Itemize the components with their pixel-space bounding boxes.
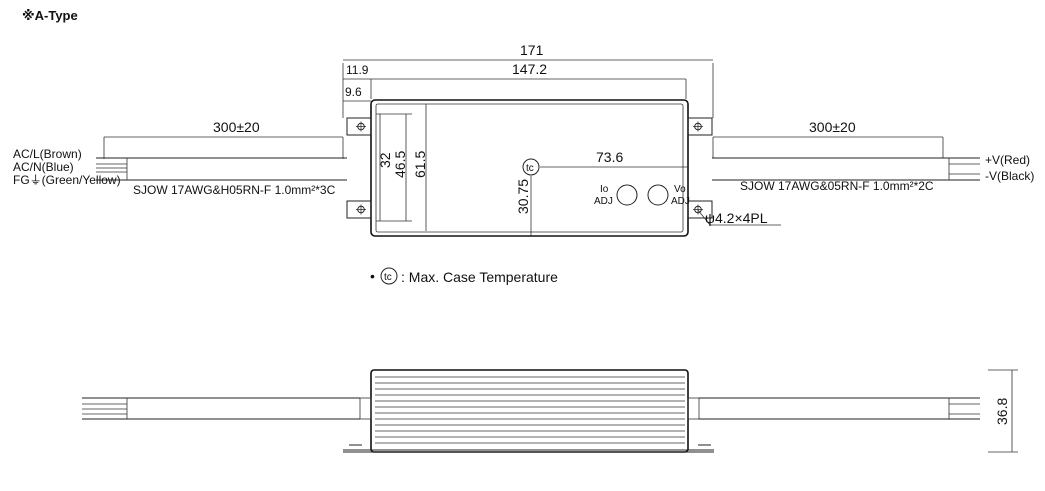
left-cable-spec: SJOW 17AWG&H05RN-F 1.0mm²*3C [133, 183, 336, 197]
power-supply-body [370, 99, 689, 237]
right-cable-spec: SJOW 17AWG&05RN-F 1.0mm²*2C [740, 179, 934, 193]
side-view-fins [375, 376, 685, 444]
dim-overall-length: 171 [520, 42, 544, 58]
dim-46-5: 46.5 [392, 151, 408, 178]
dim-right-cable: 300±20 [809, 119, 856, 135]
tc-symbol: tc [526, 163, 534, 174]
top-view: 171 147.2 11.9 9.6 [13, 42, 1034, 237]
dim-inner-offset: 9.6 [345, 85, 362, 99]
right-wire-label-2: -V(Black) [985, 169, 1034, 183]
legend-bullet: • [370, 268, 375, 284]
left-wire-label-1: AC/L(Brown) [13, 147, 82, 161]
mount-tab-bottom-right [687, 200, 713, 219]
dim-body-length: 147.2 [512, 61, 547, 77]
left-wire-label-3: FG⏚(Green/Yellow) [13, 173, 121, 187]
dim-tc-x: 73.6 [596, 149, 623, 165]
legend: • tc : Max. Case Temperature [370, 267, 558, 285]
dim-32: 32 [377, 152, 393, 168]
io-adjust-label-line1: Io [600, 184, 609, 195]
drawing-title: ※A-Type [22, 8, 78, 23]
side-view-body [370, 369, 689, 453]
mount-hole-spec: ψ4.2×4PL [705, 210, 768, 226]
vo-adjust-label-line1: Vo [674, 184, 686, 195]
mount-tab-top-right [687, 117, 713, 136]
vo-adjust-label-line2: ADJ [671, 196, 690, 207]
right-wire-label-1: +V(Red) [985, 153, 1030, 167]
dim-left-cable: 300±20 [213, 119, 260, 135]
side-height-dimension: 36.8 [994, 398, 1010, 425]
legend-tc-symbol: tc [384, 272, 392, 283]
mount-tab-top-left [346, 117, 372, 136]
mount-tab-bottom-left [346, 200, 372, 219]
left-wire-label-2: AC/N(Blue) [13, 160, 74, 174]
legend-text: : Max. Case Temperature [401, 269, 558, 285]
dim-61-5: 61.5 [412, 151, 428, 178]
vo-adjust-pot [647, 184, 669, 206]
io-adjust-pot [616, 184, 638, 206]
side-view: 36.8 [82, 369, 1018, 453]
io-adjust-label-line2: ADJ [594, 196, 613, 207]
dim-tc-y: 30.75 [515, 179, 531, 214]
dim-left-offset: 11.9 [346, 63, 369, 77]
